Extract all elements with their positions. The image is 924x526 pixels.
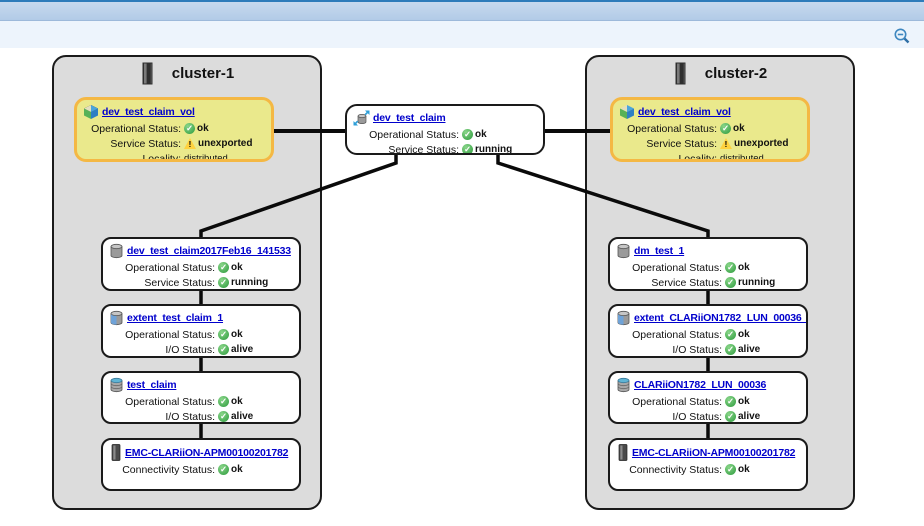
node-link[interactable]: dev_test_claim	[373, 112, 446, 124]
ok-status-icon	[725, 411, 736, 422]
status-row: Service Status: running	[103, 275, 299, 289]
warning-status-icon	[184, 138, 196, 149]
zoom-out-icon[interactable]	[893, 27, 911, 45]
node-link[interactable]: EMC-CLARiiON-APM00100201782	[632, 446, 796, 459]
node-link[interactable]: extent_test_claim_1	[127, 312, 224, 324]
ok-status-icon	[725, 277, 736, 288]
device-icon	[109, 243, 124, 259]
ok-status-icon	[218, 464, 229, 475]
node-distributed-device[interactable]: dev_test_claim Operational Status: ok Se…	[345, 104, 545, 155]
node-l3-storage-volume[interactable]: test_claim Operational Status: ok I/O St…	[101, 371, 301, 424]
node-link[interactable]: test_claim	[127, 379, 177, 391]
cluster-tower-icon	[140, 62, 155, 85]
ok-status-icon	[725, 262, 736, 273]
status-row: Connectivity Status: ok	[103, 462, 299, 477]
node-l1-device[interactable]: dev_test_claim2017Feb16_141533 Operation…	[101, 237, 301, 291]
ok-status-icon	[725, 344, 736, 355]
extent-icon	[616, 310, 631, 326]
node-link[interactable]: dm_test_1	[634, 245, 685, 257]
connector-center-to-l1	[199, 153, 398, 240]
ok-status-icon	[218, 277, 229, 288]
node-link[interactable]: dev_test_claim_vol	[102, 106, 195, 118]
status-row: Locality: distributed	[142, 152, 228, 162]
cluster-2-header: cluster-2	[587, 57, 853, 85]
ok-status-icon	[184, 123, 195, 134]
cluster-title: cluster-2	[704, 65, 768, 82]
node-c2-virtual-volume[interactable]: dev_test_claim_vol Operational Status: o…	[610, 97, 810, 162]
status-row: Service Status: running	[610, 275, 806, 289]
status-row: Service Status: unexported	[77, 136, 271, 151]
ok-status-icon	[725, 464, 736, 475]
virtual-volume-icon	[83, 104, 99, 120]
node-l2-extent[interactable]: extent_test_claim_1 Operational Status: …	[101, 304, 301, 358]
node-c1-virtual-volume[interactable]: dev_test_claim_vol Operational Status: o…	[74, 97, 274, 162]
status-row: I/O Status: alive	[610, 409, 806, 422]
node-l4-storage-array[interactable]: EMC-CLARiiON-APM00100201782 Connectivity…	[101, 438, 301, 491]
ok-status-icon	[218, 411, 229, 422]
node-link[interactable]: dev_test_claim2017Feb16_141533	[127, 245, 291, 257]
distributed-device-icon	[353, 110, 370, 126]
top-border-line	[0, 0, 924, 2]
status-row: Operational Status: ok	[610, 327, 806, 342]
ok-status-icon	[218, 396, 229, 407]
array-icon	[616, 444, 629, 461]
virtual-volume-icon	[619, 104, 635, 120]
status-row: I/O Status: alive	[610, 342, 806, 356]
node-r2-extent[interactable]: extent_CLARiiON1782_LUN_00036_1 Operatio…	[608, 304, 808, 358]
node-r4-storage-array[interactable]: EMC-CLARiiON-APM00100201782 Connectivity…	[608, 438, 808, 491]
status-row: I/O Status: alive	[103, 342, 299, 356]
ok-status-icon	[462, 129, 473, 140]
node-link[interactable]: EMC-CLARiiON-APM00100201782	[125, 446, 289, 459]
ok-status-icon	[218, 262, 229, 273]
status-row: I/O Status: alive	[103, 409, 299, 422]
array-icon	[109, 444, 122, 461]
node-link[interactable]: extent_CLARiiON1782_LUN_00036_1	[634, 312, 808, 324]
device-icon	[616, 243, 631, 259]
status-row: Connectivity Status: ok	[610, 462, 806, 477]
status-row: Operational Status: ok	[103, 394, 299, 409]
status-row: Operational Status: ok	[77, 121, 271, 136]
status-row: Service Status: running	[347, 142, 543, 153]
status-row: Locality: distributed	[678, 152, 764, 162]
node-r3-storage-volume[interactable]: CLARiiON1782_LUN_00036 Operational Statu…	[608, 371, 808, 424]
storage-volume-icon	[616, 377, 631, 393]
toolbar	[0, 2, 924, 21]
ok-status-icon	[725, 396, 736, 407]
status-row: Operational Status: ok	[103, 327, 299, 342]
storage-volume-icon	[109, 377, 124, 393]
cluster-title: cluster-1	[171, 65, 235, 82]
node-r1-device[interactable]: dm_test_1 Operational Status: ok Service…	[608, 237, 808, 291]
status-row: Operational Status: ok	[610, 260, 806, 275]
extent-icon	[109, 310, 124, 326]
status-row: Operational Status: ok	[610, 394, 806, 409]
cluster-1-header: cluster-1	[54, 57, 320, 85]
ok-status-icon	[218, 329, 229, 340]
toolbar-substrip	[0, 21, 924, 48]
connector-center-to-r1	[496, 153, 710, 240]
node-link[interactable]: CLARiiON1782_LUN_00036	[634, 379, 767, 391]
ok-status-icon	[218, 344, 229, 355]
ok-status-icon	[720, 123, 731, 134]
ok-status-icon	[725, 329, 736, 340]
status-row: Operational Status: ok	[613, 121, 807, 136]
status-row: Operational Status: ok	[347, 127, 543, 142]
cluster-tower-icon	[673, 62, 688, 85]
status-row: Service Status: unexported	[613, 136, 807, 151]
status-row: Operational Status: ok	[103, 260, 299, 275]
ok-status-icon	[462, 144, 473, 153]
warning-status-icon	[720, 138, 732, 149]
node-link[interactable]: dev_test_claim_vol	[638, 106, 731, 118]
